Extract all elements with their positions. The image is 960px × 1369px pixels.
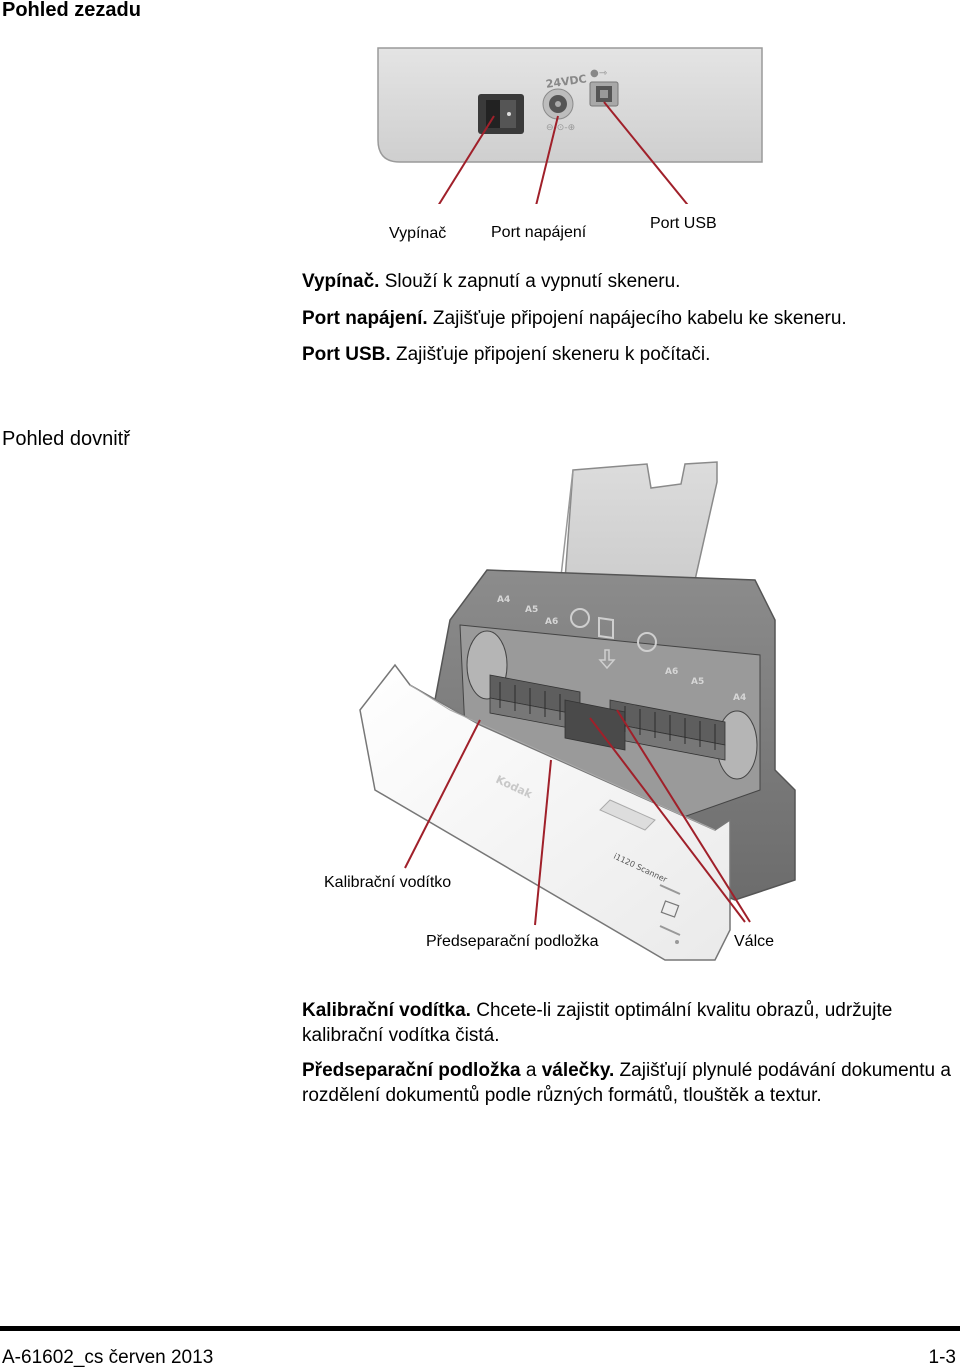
svg-text:A4: A4 [497,595,510,605]
term-power-port: Port napájení. [302,308,428,329]
text-switch: Slouží k zapnutí a vypnutí skeneru. [379,271,681,292]
callout-rollers: Válce [734,933,775,950]
callout-switch: Vypínač [389,225,447,242]
rollers-leader-line-2 [616,709,751,923]
callout-pre-separation-pad: Předseparační podložka [426,933,599,950]
usb-port-graphic: ●⇾ [589,68,619,107]
paper-size-markings: A4 A5 A6 A6 A5 A4 [497,595,746,703]
text-conjunction: a [520,1060,542,1081]
svg-text:A5: A5 [691,677,704,687]
calibration-guide-leader-line [404,719,481,869]
section-heading-rear-view: Pohled zezadu [2,0,141,21]
text-power-port: Zajišťuje připojení napájecího kabelu ke… [427,308,847,329]
text-pad-and-rollers: Zajišťují plynulé podávání dokumentu a r… [302,1060,951,1106]
rear-panel-illustration: 24VDC ⊖-⊙-⊕ ●⇾ [377,47,763,204]
power-switch-graphic [478,94,524,134]
svg-text:A6: A6 [665,667,678,677]
svg-text:A5: A5 [525,605,538,615]
description-power-port: Port napájení. Zajišťuje připojení napáj… [302,306,957,331]
power-port-leader-line [535,115,559,204]
scanner-inside-illustration: A4 A5 A6 A6 A5 A4 Kodak i1120 Scanner [359,461,796,961]
roller-graphics [489,674,726,761]
power-port-graphic: 24VDC ⊖-⊙-⊕ [542,72,587,133]
svg-text:⊖-⊙-⊕: ⊖-⊙-⊕ [546,123,575,133]
description-pad-and-rollers: Předseparační podložka a válečky. Zajišť… [302,1058,957,1108]
term-rollers: válečky. [541,1060,615,1081]
rollers-leader-line-1 [589,717,746,923]
footer-doc-id: A-61602_cs červen 2013 [2,1347,214,1368]
description-usb-port: Port USB. Zajišťuje připojení skeneru k … [302,342,957,367]
voltage-label: 24VDC [545,72,587,91]
footer-rule [0,1326,960,1331]
section-heading-inside-view: Pohled dovnitř [2,428,130,450]
term-pre-separation-pad: Předseparační podložka [302,1060,521,1081]
callout-power-port: Port napájení [491,224,587,241]
description-switch: Vypínač. Slouží k zapnutí a vypnutí sken… [302,269,957,294]
switch-leader-line [438,115,495,204]
callout-calibration-guide: Kalibrační vodítko [324,874,452,891]
term-usb-port: Port USB. [302,344,391,365]
text-usb-port: Zajišťuje připojení skeneru k počítači. [390,344,711,365]
pre-separation-pad-leader-line [534,759,552,926]
svg-text:●⇾: ●⇾ [590,68,608,79]
usb-port-leader-line [603,101,689,204]
svg-text:A4: A4 [733,693,746,703]
description-calibration-guides: Kalibrační vodítka. Chcete-li zajistit o… [302,998,957,1048]
callout-usb-port: Port USB [650,215,717,232]
footer-page-number: 1-3 [928,1347,956,1368]
svg-text:A6: A6 [545,617,558,627]
term-calibration-guides: Kalibrační vodítka. [302,1000,471,1021]
text-calibration-guides: Chcete-li zajistit optimální kvalitu obr… [302,1000,893,1046]
term-switch: Vypínač. [302,271,380,292]
